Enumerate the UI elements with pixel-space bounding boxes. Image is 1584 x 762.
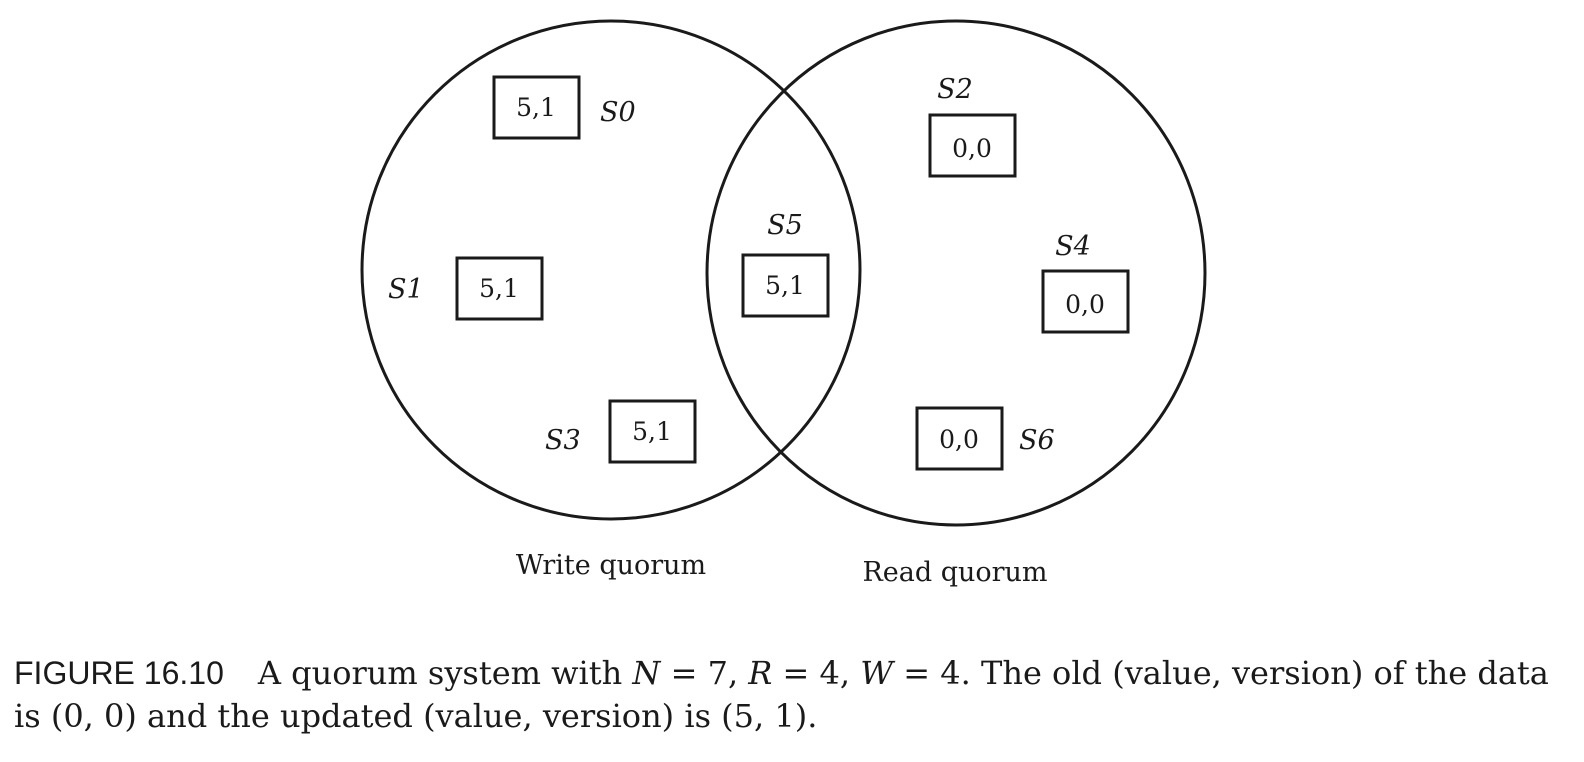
server-s0-label: S0 <box>600 97 636 128</box>
server-s1-box <box>455 256 544 321</box>
server-s5: S5 5,1 <box>741 210 830 318</box>
caption-var-r: R <box>748 654 773 692</box>
caption-text-2: = 7, <box>660 654 749 692</box>
figure-number: FIGURE 16.10 <box>14 655 224 691</box>
server-s2: S2 0,0 <box>928 74 1017 178</box>
server-s0-value: 5,1 <box>516 93 556 122</box>
server-s5-label: S5 <box>767 210 803 241</box>
server-s6-value: 0,0 <box>939 425 979 454</box>
server-s3-label: S3 <box>545 425 581 456</box>
caption-var-w: W <box>860 654 894 692</box>
server-s1-label: S1 <box>388 274 424 305</box>
server-s6: 0,0 S6 <box>915 406 1055 471</box>
server-s4-box <box>1041 269 1130 334</box>
server-s6-label: S6 <box>1019 425 1055 456</box>
server-s3-box <box>608 399 697 464</box>
read-quorum-circle <box>705 19 1207 527</box>
server-s0: 5,1 S0 <box>492 75 636 140</box>
server-s2-label: S2 <box>937 74 973 105</box>
server-s6-box <box>915 406 1004 471</box>
server-s4-value: 0,0 <box>1065 290 1105 319</box>
quorum-diagram: 5,1 S0 S1 5,1 S3 5,1 S5 5,1 S2 0,0 S4 0,… <box>360 19 1207 588</box>
server-s1: S1 5,1 <box>388 256 544 321</box>
write-quorum-circle <box>360 19 862 521</box>
server-s1-value: 5,1 <box>479 274 519 303</box>
server-s5-box <box>741 253 830 318</box>
server-s4: S4 0,0 <box>1041 231 1130 334</box>
server-s2-box <box>928 113 1017 178</box>
server-s3: S3 5,1 <box>545 399 697 464</box>
server-s2-value: 0,0 <box>952 134 992 163</box>
write-quorum-label: Write quorum <box>516 550 706 581</box>
read-quorum-label: Read quorum <box>862 557 1047 588</box>
server-s3-value: 5,1 <box>632 417 672 446</box>
server-s0-box <box>492 75 581 140</box>
server-s5-value: 5,1 <box>765 271 805 300</box>
caption-text-3: = 4, <box>772 654 861 692</box>
caption-text-4: = 4. The old (value, version) of the dat… <box>14 654 1549 735</box>
server-s4-label: S4 <box>1055 231 1091 262</box>
caption-var-n: N <box>632 654 661 692</box>
caption-text-1: A quorum system with <box>257 654 633 692</box>
